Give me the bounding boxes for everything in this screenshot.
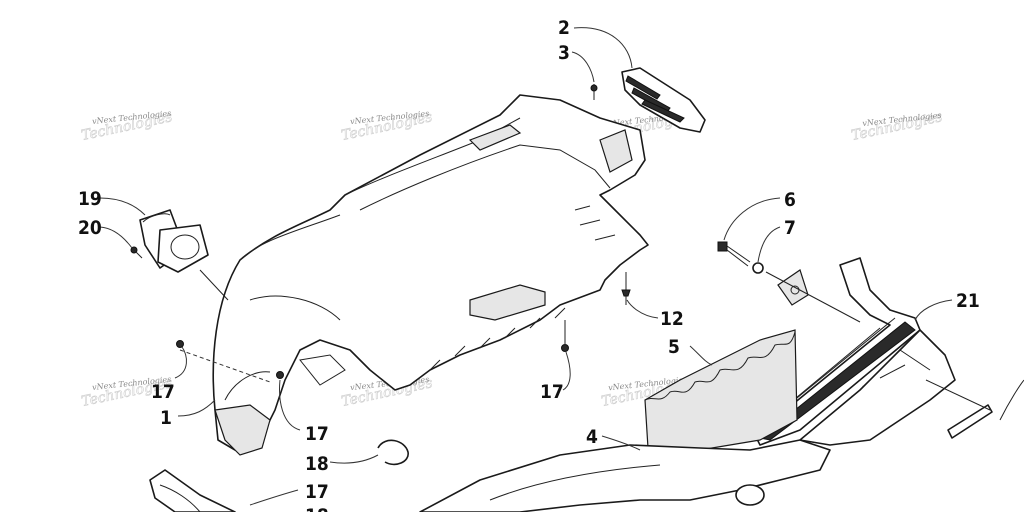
leader-20 xyxy=(99,226,133,249)
right-side-panel xyxy=(799,329,956,446)
callout-18b: 18 xyxy=(305,505,329,512)
callout-1: 1 xyxy=(160,407,172,429)
watermark-4: Technologies vNext Technologies xyxy=(850,109,945,145)
callout-12: 12 xyxy=(660,308,684,330)
callout-2: 2 xyxy=(558,17,570,39)
callout-21: 21 xyxy=(956,290,980,312)
callout-17a: 17 xyxy=(151,381,175,403)
watermark-1: Technologies vNext Technologies xyxy=(80,109,175,145)
assembly-line-4 xyxy=(925,379,991,411)
screw-20 xyxy=(130,246,143,259)
assembly-line-3 xyxy=(765,271,861,323)
screw-3 xyxy=(590,84,598,100)
leader-12 xyxy=(626,299,659,319)
leader-21 xyxy=(914,299,953,321)
screw-17b xyxy=(276,371,284,379)
leader-17a xyxy=(174,346,187,379)
leader-17b xyxy=(279,379,301,431)
callout-6: 6 xyxy=(784,189,796,211)
washer-7 xyxy=(752,262,764,274)
screw-17c xyxy=(561,320,569,352)
rivet-12 xyxy=(621,272,631,305)
callout-19: 19 xyxy=(78,188,102,210)
callout-7: 7 xyxy=(784,217,796,239)
leader-7 xyxy=(757,226,781,263)
leader-2 xyxy=(573,27,633,69)
callout-17c: 17 xyxy=(540,381,564,403)
lower-bumper-4 xyxy=(419,439,831,512)
vent-grille xyxy=(621,67,706,133)
callout-17d: 17 xyxy=(305,481,329,503)
screw-17a xyxy=(176,340,184,348)
lower-left-bracket xyxy=(149,469,236,512)
callout-4: 4 xyxy=(586,426,598,448)
leader-1 xyxy=(177,399,216,417)
grommet-part xyxy=(777,269,809,306)
clip-ring-18 xyxy=(377,439,409,466)
main-hood-panel xyxy=(212,94,649,456)
leader-17d xyxy=(249,489,299,506)
intake-boot xyxy=(139,209,209,273)
leader-6 xyxy=(723,197,781,241)
watermark-2: Technologies vNext Technologies xyxy=(340,109,435,145)
assembly-line-1 xyxy=(179,349,271,383)
leader-3 xyxy=(571,51,595,83)
bolt-6 xyxy=(717,241,751,267)
callout-17b: 17 xyxy=(305,423,329,445)
callout-3: 3 xyxy=(558,42,570,64)
leader-5 xyxy=(689,345,713,366)
assembly-line-2 xyxy=(199,269,229,301)
callout-18: 18 xyxy=(305,453,329,475)
leader-18 xyxy=(329,454,379,464)
leader-4 xyxy=(601,435,641,451)
bracket-plate xyxy=(947,379,1024,439)
leader-19 xyxy=(99,197,146,216)
leader-17c xyxy=(562,351,571,391)
callout-20: 20 xyxy=(78,217,102,239)
callout-5: 5 xyxy=(668,336,680,358)
